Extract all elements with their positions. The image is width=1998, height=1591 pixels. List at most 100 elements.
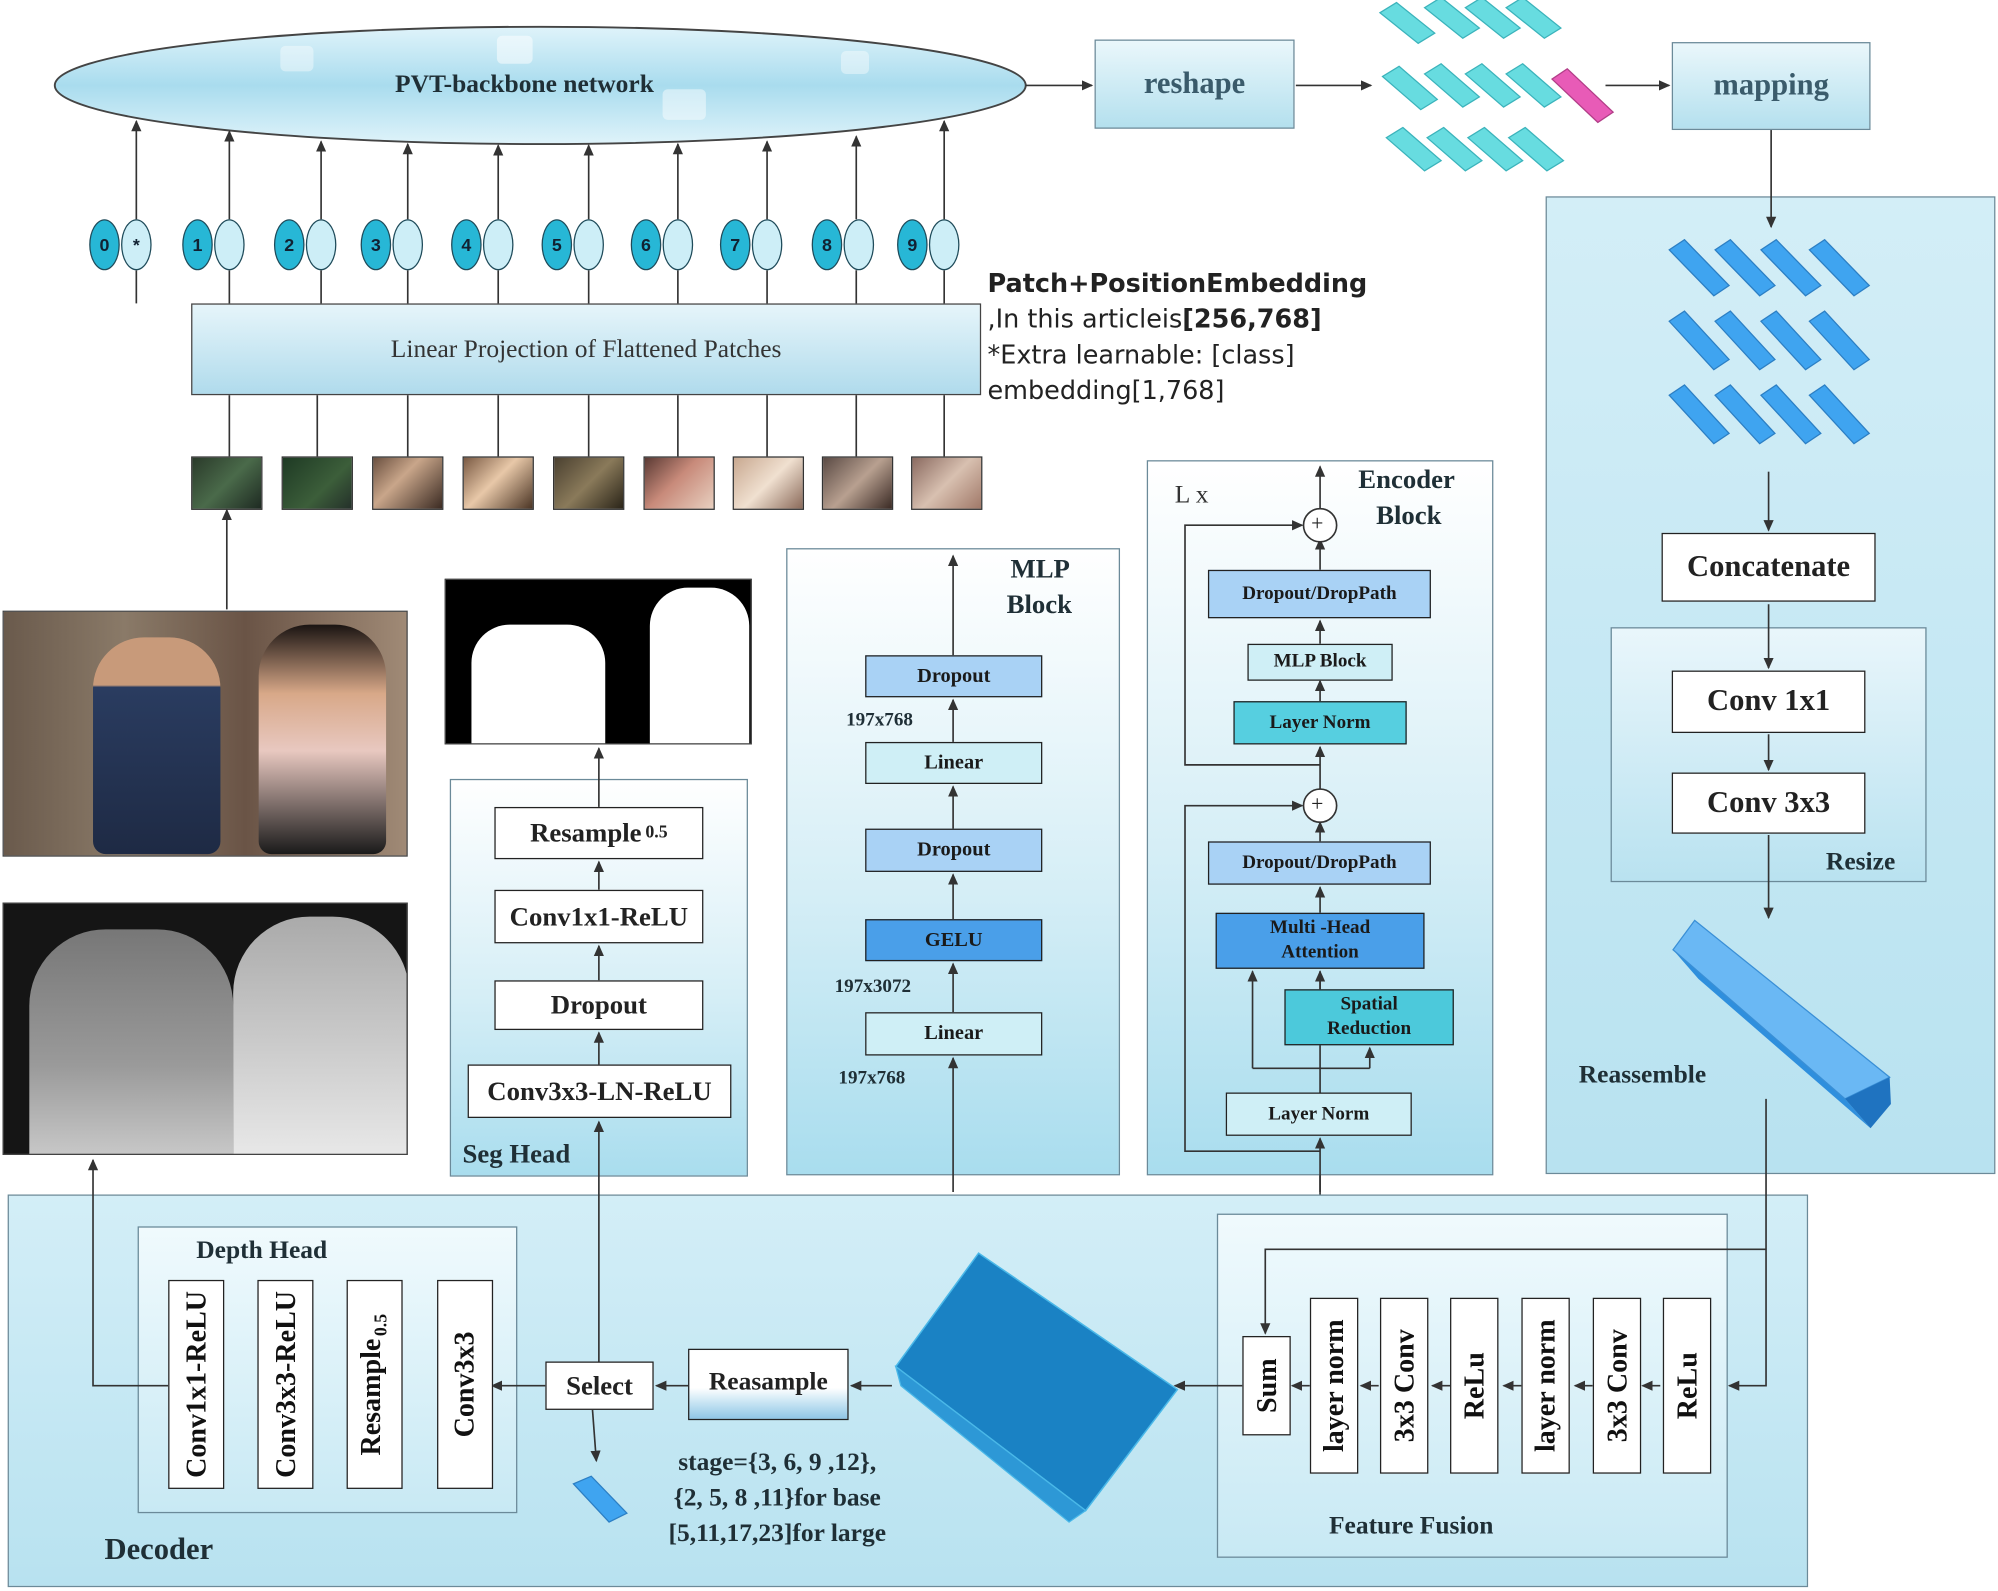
ff-layer-norm-2-label: layer norm [1529, 1319, 1561, 1453]
mlp-dropout-top: Dropout [865, 655, 1043, 698]
select-box: Select [545, 1361, 654, 1410]
patch-thumbnail [821, 456, 894, 510]
enc-multi-head-attention: Multi -Head Attention [1215, 912, 1425, 969]
ff-sum-label: Sum [1250, 1358, 1282, 1413]
concatenate-label: Concatenate [1687, 550, 1851, 584]
depth-output-image [2, 902, 408, 1155]
depth-head-title: Depth Head [196, 1236, 328, 1265]
enc-mlp-label: MLP Block [1273, 651, 1367, 672]
depth-conv3x3: Conv3x3 [437, 1279, 494, 1489]
token-8: 8 [811, 219, 843, 271]
token-1: 1 [182, 219, 213, 271]
seg-dropout-label: Dropout [550, 989, 647, 1020]
ff-conv-1: 3x3 Conv [1379, 1297, 1429, 1474]
embedding-note: Patch+PositionEmbedding ,In this article… [988, 265, 1368, 408]
token-3: 3 [360, 219, 392, 271]
ff-relu-2: ReLu [1662, 1297, 1712, 1474]
patch-thumbnail [372, 456, 444, 510]
depth-silhouette-left [29, 929, 234, 1154]
enc-mha-line1: Multi -Head [1269, 918, 1371, 939]
embedding-note-line2-prefix: ,In this articleis [987, 303, 1183, 334]
ff-layer-norm-2: layer norm [1521, 1297, 1570, 1474]
enc-layer-norm-top-label: Layer Norm [1269, 712, 1371, 733]
depth-conv1x1-label: Conv1x1-ReLU [179, 1290, 212, 1478]
plus-bottom: + [1311, 791, 1324, 816]
mlp-gelu-label: GELU [924, 928, 983, 951]
mlp-linear-bottom: Linear [865, 1012, 1043, 1056]
ff-conv-1-label: 3x3 Conv [1387, 1329, 1420, 1443]
mlp-linear-bottom-label: Linear [924, 1022, 984, 1045]
token-4: 4 [451, 219, 482, 271]
ff-layer-norm-1: layer norm [1309, 1297, 1359, 1474]
token-pos-9 [928, 219, 960, 271]
embedding-note-line3: *Extra learnable: [class] [987, 339, 1295, 370]
enc-dropout-top: Dropout/DropPath [1207, 569, 1431, 619]
select-label: Select [566, 1369, 633, 1401]
mlp-dropout-mid-label: Dropout [917, 838, 991, 861]
patch-thumbnail [911, 456, 983, 510]
patch-thumbnail [191, 456, 263, 510]
token-9: 9 [897, 219, 928, 271]
seg-conv3x3-label: Conv3x3-LN-ReLU [487, 1075, 712, 1106]
person-right [258, 624, 387, 855]
reasample-label: Reasample [708, 1367, 828, 1396]
encoder-title-2: Block [1376, 499, 1442, 531]
mapping-label: mapping [1713, 68, 1829, 102]
ff-conv-2: 3x3 Conv [1592, 1297, 1642, 1474]
enc-mha-line2: Attention [1281, 942, 1359, 963]
patch-thumbnail [553, 456, 625, 510]
depth-resample-main: Resample [355, 1338, 388, 1456]
encoder-title-1: Encoder [1358, 464, 1455, 495]
token-pos-4 [482, 219, 514, 271]
token-5: 5 [541, 219, 573, 271]
patch-thumbnail [462, 456, 534, 510]
seg-resample-sub: 0.5 [645, 822, 668, 843]
ff-layer-norm-1-label: layer norm [1317, 1319, 1350, 1453]
mlp-dropout-mid: Dropout [865, 828, 1043, 872]
patch-thumbnail [732, 456, 805, 510]
mlp-dim-mid: 197x3072 [834, 976, 912, 997]
depth-resample-label: Resample0.5 [355, 1314, 394, 1456]
stage-line-3: [5,11,17,23]for large [668, 1519, 887, 1548]
enc-dropout-bottom: Dropout/DropPath [1207, 841, 1431, 885]
mlp-linear-top-label: Linear [924, 751, 984, 774]
embedding-note-line2-bold: [256,768] [1182, 303, 1322, 334]
reassemble-title: Reassemble [1578, 1060, 1707, 1089]
token-0: 0 [89, 219, 120, 271]
plus-top: + [1311, 511, 1324, 536]
depth-conv3x3-relu-label: Conv3x3-ReLU [268, 1290, 301, 1478]
enc-spatial-reduction: Spatial Reduction [1284, 989, 1454, 1046]
token-pos-6 [662, 219, 694, 271]
concatenate-box: Concatenate [1661, 532, 1876, 602]
stage-line-1: stage={3, 6, 9 ,12}, [678, 1448, 877, 1477]
feature-fusion-title: Feature Fusion [1328, 1511, 1494, 1540]
seg-silhouette-right [649, 587, 750, 744]
ff-sum: Sum [1242, 1335, 1291, 1436]
encoder-repeat: L x [1174, 480, 1209, 509]
enc-layer-norm-bottom: Layer Norm [1225, 1092, 1412, 1136]
resize-label: Resize [1825, 847, 1896, 876]
token-7: 7 [719, 219, 751, 271]
seg-conv1x1-label: Conv1x1-ReLU [509, 900, 689, 932]
ff-conv-2-label: 3x3 Conv [1600, 1329, 1633, 1443]
mlp-gelu: GELU [865, 919, 1043, 962]
mlp-title-1: MLP [1010, 553, 1070, 584]
depth-conv3x3-relu: Conv3x3-ReLU [257, 1279, 314, 1489]
token-pos-3 [392, 219, 424, 271]
token-pos-5 [573, 219, 604, 271]
enc-mlp-block: MLP Block [1247, 643, 1393, 681]
token-pos-1 [214, 219, 245, 271]
depth-resample-sub: 0.5 [373, 1313, 393, 1336]
seg-silhouette-left [471, 624, 606, 744]
seg-head-title: Seg Head [462, 1138, 571, 1169]
mlp-dim-top: 197x768 [846, 710, 913, 731]
person-left [93, 637, 221, 855]
reassemble-conv3x3-box: Conv 3x3 [1671, 772, 1866, 834]
patch-thumbnail [281, 456, 353, 510]
reshape-label: reshape [1143, 66, 1246, 101]
decoder-title: Decoder [104, 1533, 214, 1567]
embedding-note-line4: embedding[1,768] [987, 374, 1225, 406]
segmentation-output-image [444, 578, 752, 745]
seg-dropout-box: Dropout [494, 980, 704, 1031]
